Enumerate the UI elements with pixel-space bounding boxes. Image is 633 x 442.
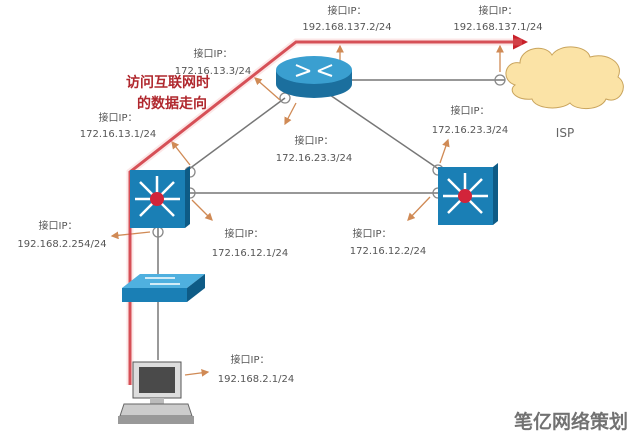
svg-text:接口IP：: 接口IP：	[479, 4, 518, 17]
svg-text:的数据走向: 的数据走向	[137, 95, 207, 112]
label-192-168-137-2: 接口IP： 192.168.137.2/24	[302, 4, 391, 33]
svg-text:172.16.13.1/24: 172.16.13.1/24	[80, 129, 157, 140]
label-router-172-16-23-3: 接口IP： 172.16.23.3/24	[276, 134, 353, 164]
svg-text:接口IP：: 接口IP：	[231, 353, 270, 366]
label-right-172-16-23-3: 接口IP： 172.16.23.3/24	[432, 104, 509, 136]
pc-icon[interactable]	[118, 361, 194, 424]
svg-text:172.16.13.3/24: 172.16.13.3/24	[175, 66, 252, 77]
isp-cloud-icon[interactable]	[505, 46, 624, 109]
svg-text:172.16.23.3/24: 172.16.23.3/24	[432, 125, 509, 136]
label-172-16-13-1: 接口IP： 172.16.13.1/24	[80, 111, 157, 140]
svg-text:接口IP：: 接口IP：	[451, 104, 490, 117]
svg-text:接口IP：: 接口IP：	[295, 134, 334, 147]
svg-text:接口IP：: 接口IP：	[99, 111, 138, 124]
link-left-router	[184, 97, 286, 173]
svg-text:192.168.2.1/24: 192.168.2.1/24	[218, 374, 295, 385]
svg-text:接口IP：: 接口IP：	[353, 227, 392, 240]
core-switch-left-icon[interactable]	[130, 166, 190, 228]
watermark: 笔亿网络策划	[514, 410, 628, 433]
svg-text:接口IP：: 接口IP：	[39, 219, 78, 232]
svg-text:接口IP：: 接口IP：	[225, 227, 264, 240]
label-pointers	[110, 44, 504, 377]
data-flow-annotation: 访问互联网时 的数据走向	[126, 74, 210, 112]
label-172-16-12-2: 接口IP： 172.16.12.2/24	[350, 227, 427, 257]
svg-text:192.168.137.1/24: 192.168.137.1/24	[453, 22, 542, 33]
router-icon[interactable]	[276, 56, 352, 98]
svg-text:172.16.12.1/24: 172.16.12.1/24	[212, 248, 289, 259]
label-172-16-12-1: 接口IP： 172.16.12.1/24	[212, 227, 289, 259]
label-192-168-2-1: 接口IP： 192.168.2.1/24	[218, 353, 295, 385]
core-switch-right-icon[interactable]	[438, 163, 498, 225]
links	[157, 79, 505, 360]
data-flow-path	[128, 34, 528, 385]
svg-text:接口IP：: 接口IP：	[328, 4, 367, 17]
isp-label: ISP	[556, 126, 574, 140]
link-router-right	[329, 94, 441, 171]
svg-text:访问互联网时: 访问互联网时	[126, 74, 210, 91]
access-switch-icon[interactable]	[122, 274, 205, 302]
svg-text:192.168.2.254/24: 192.168.2.254/24	[17, 239, 106, 250]
label-192-168-2-254: 接口IP： 192.168.2.254/24	[17, 219, 106, 250]
svg-text:172.16.23.3/24: 172.16.23.3/24	[276, 153, 353, 164]
label-172-16-13-3: 接口IP： 172.16.13.3/24	[175, 47, 252, 77]
label-192-168-137-1: 接口IP： 192.168.137.1/24	[453, 4, 542, 33]
svg-text:接口IP：: 接口IP：	[194, 47, 233, 60]
svg-text:192.168.137.2/24: 192.168.137.2/24	[302, 22, 391, 33]
svg-text:172.16.12.2/24: 172.16.12.2/24	[350, 246, 427, 257]
